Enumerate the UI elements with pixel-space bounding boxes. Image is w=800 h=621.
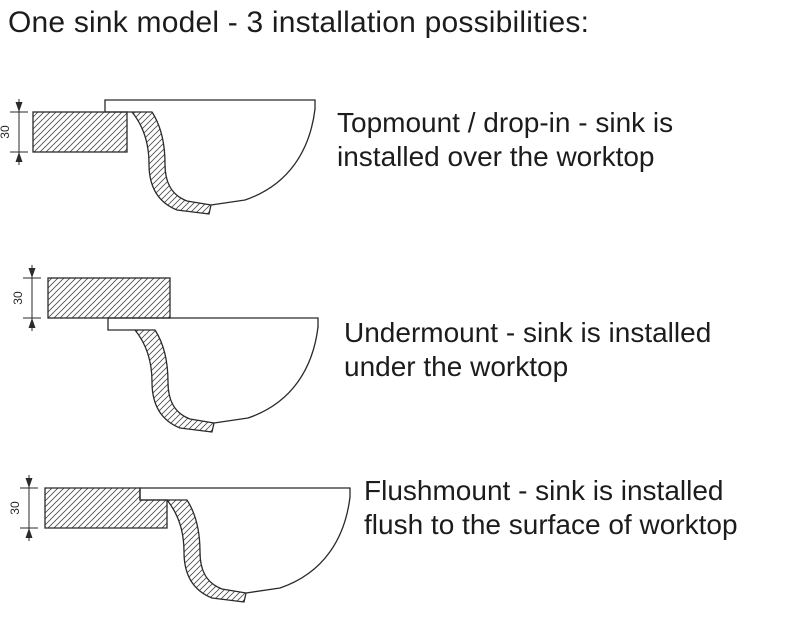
worktop-section	[47, 277, 171, 319]
caption-topmount: Topmount / drop-in - sink is installed o…	[337, 106, 673, 174]
caption-line: installed over the worktop	[337, 141, 655, 172]
sink-section	[104, 99, 316, 215]
undermount-diagram: 30	[11, 264, 319, 433]
caption-undermount: Undermount - sink is installed under the…	[344, 316, 711, 384]
dimension-label: 30	[11, 291, 25, 305]
caption-flushmount: Flushmount - sink is installed flush to …	[364, 474, 738, 542]
dimension-label: 30	[0, 125, 12, 139]
caption-line: Topmount / drop-in - sink is	[337, 107, 674, 138]
worktop-section	[44, 487, 168, 529]
sink-section	[139, 487, 351, 603]
dimension-indicator	[19, 474, 39, 542]
caption-line: under the worktop	[344, 351, 569, 382]
diagram-canvas: 30 30 30	[0, 98, 351, 603]
dimension-label: 30	[8, 501, 22, 515]
topmount-diagram: 30	[0, 98, 316, 215]
caption-line: Flushmount - sink is installed	[364, 475, 724, 506]
dimension-indicator	[9, 98, 29, 166]
caption-line: Undermount - sink is installed	[344, 317, 712, 348]
dimension-indicator	[22, 264, 42, 332]
worktop-section	[32, 111, 128, 153]
sink-section	[107, 317, 319, 433]
page-title: One sink model - 3 installation possibil…	[8, 6, 590, 39]
flushmount-diagram: 30	[8, 474, 351, 603]
caption-line: flush to the surface of worktop	[364, 509, 738, 540]
